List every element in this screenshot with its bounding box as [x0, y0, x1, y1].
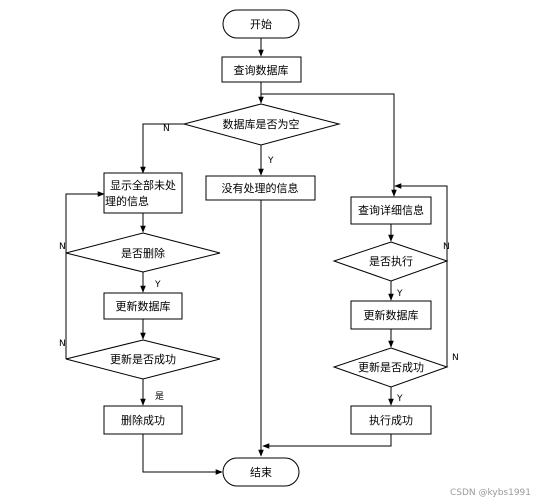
update-db-left-box: 更新数据库 [103, 292, 183, 320]
edge-delete-ok-end [142, 434, 223, 475]
no-info-label: 没有处理的信息 [222, 181, 299, 195]
delete-decision-label: 是否删除 [121, 246, 165, 260]
execute-decision: 是否执行 [332, 241, 449, 282]
execute-decision-label: 是否执行 [369, 254, 413, 268]
query-db-label: 查询数据库 [234, 63, 289, 77]
edge-empty-no [140, 123, 184, 174]
show-all-label-2: 理的信息 [105, 194, 149, 208]
delete-n-label: N [59, 242, 66, 252]
query-detail-box: 查询详细信息 [350, 196, 432, 225]
update-ok-right-decision: 更新是否成功 [332, 347, 449, 388]
delete-decision: 是否删除 [65, 232, 221, 273]
execute-n-label: N [443, 242, 450, 252]
update-ok-right-label: 更新是否成功 [358, 360, 424, 374]
update-ok-left-label: 更新是否成功 [110, 352, 176, 366]
show-all-label-1: 显示全部未处 [110, 178, 176, 192]
connectors [65, 38, 448, 475]
show-all-box: 显示全部未处 理的信息 [103, 172, 183, 214]
edge-execute-ok-end [262, 434, 392, 449]
update-left-yes-label: 是 [155, 391, 164, 402]
edge-execute-no [394, 183, 448, 261]
execute-ok-label: 执行成功 [369, 413, 413, 427]
edge-to-query-detail [261, 93, 397, 197]
db-empty-n-label: N [163, 124, 170, 134]
query-detail-label: 查询详细信息 [358, 203, 424, 217]
no-info-box: 没有处理的信息 [205, 175, 316, 201]
delete-y-label: Y [154, 280, 161, 290]
watermark: CSDN @kybs1991 [450, 488, 531, 498]
db-empty-label: 数据库是否为空 [223, 117, 300, 131]
update-ok-left-decision: 更新是否成功 [65, 339, 221, 380]
end-label: 结束 [250, 466, 272, 479]
db-empty-y-label: Y [267, 156, 274, 166]
update-db-right-box: 更新数据库 [350, 300, 432, 330]
query-db-box: 查询数据库 [221, 56, 302, 83]
delete-ok-label: 删除成功 [121, 413, 165, 427]
update-left-n-label: N [59, 339, 66, 349]
start-node: 开始 [222, 9, 300, 39]
edge-labels: N Y Y N N 是 Y N N Y [59, 124, 459, 404]
end-node: 结束 [222, 457, 300, 487]
edge-delete-no [65, 191, 105, 253]
db-empty-decision: 数据库是否为空 [182, 103, 341, 146]
update-db-right-label: 更新数据库 [364, 308, 419, 322]
update-db-left-label: 更新数据库 [116, 299, 171, 313]
delete-ok-box: 删除成功 [103, 405, 183, 435]
update-right-n-label: N [452, 353, 459, 363]
start-label: 开始 [250, 17, 272, 31]
execute-y-label: Y [396, 289, 403, 299]
update-right-y-label: Y [396, 394, 403, 404]
execute-ok-box: 执行成功 [350, 405, 432, 435]
